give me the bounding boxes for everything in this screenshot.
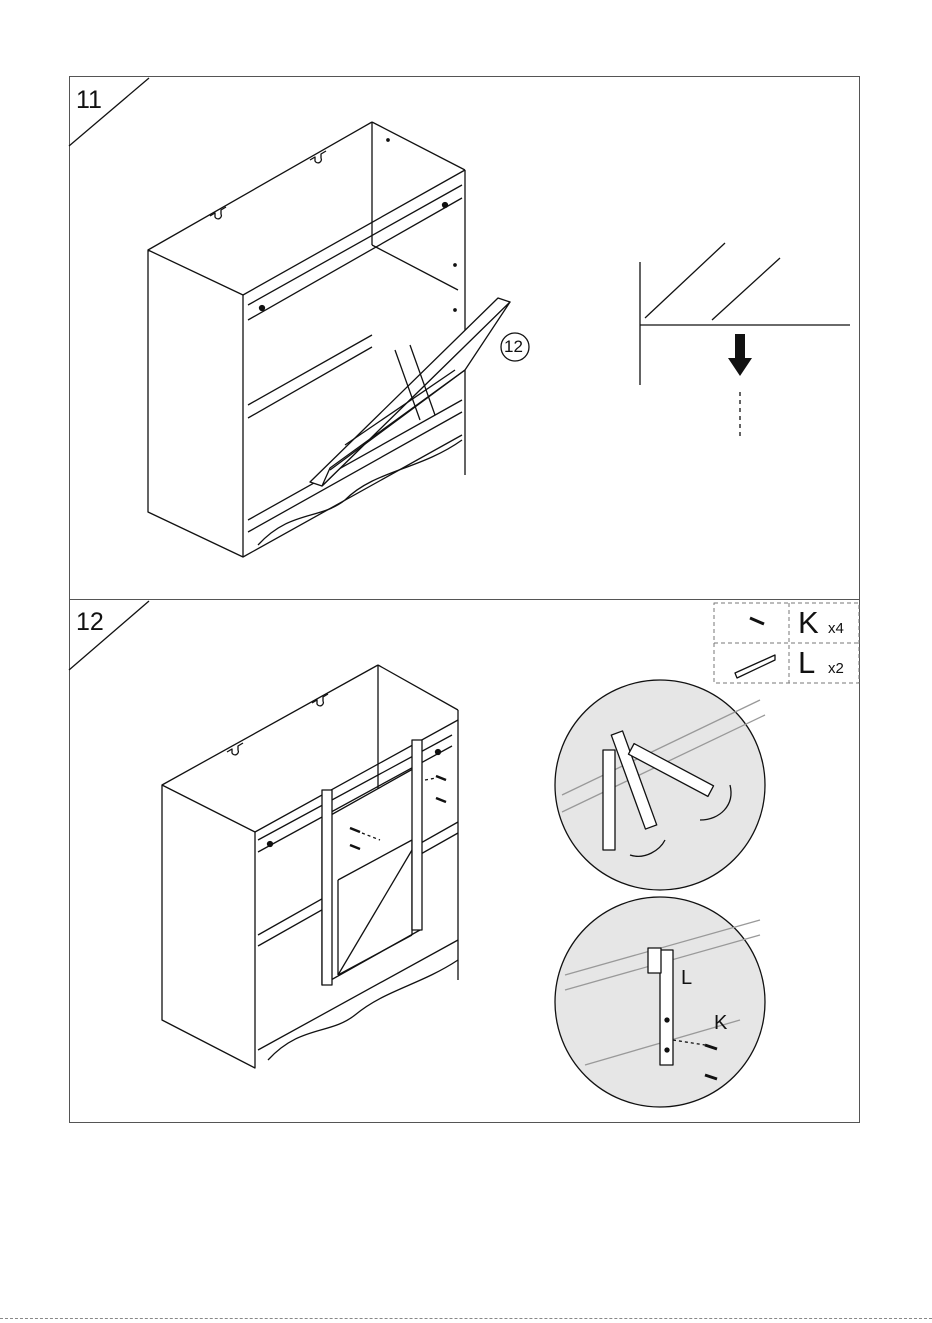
hardware-l-count: x2 [828,660,844,677]
step-11-cabinet [148,122,510,557]
page-bottom-rule [0,1318,932,1319]
callout-install [555,897,765,1107]
screw-icon [750,618,764,624]
step-12-cabinet [162,665,458,1068]
callout-screw-label: K [714,1012,727,1035]
hardware-l-letter: L [798,645,815,681]
hanger-bracket-icon [735,655,775,678]
callout-bracket-label: L [681,967,692,990]
hardware-k-letter: K [798,605,819,641]
hardware-k-count: x4 [828,620,844,637]
step-11-number: 11 [76,86,102,115]
callout-rotation [555,680,765,890]
step-12-number: 12 [76,608,104,637]
down-arrow-icon [728,334,752,376]
part-ref-label: 12 [504,337,523,357]
